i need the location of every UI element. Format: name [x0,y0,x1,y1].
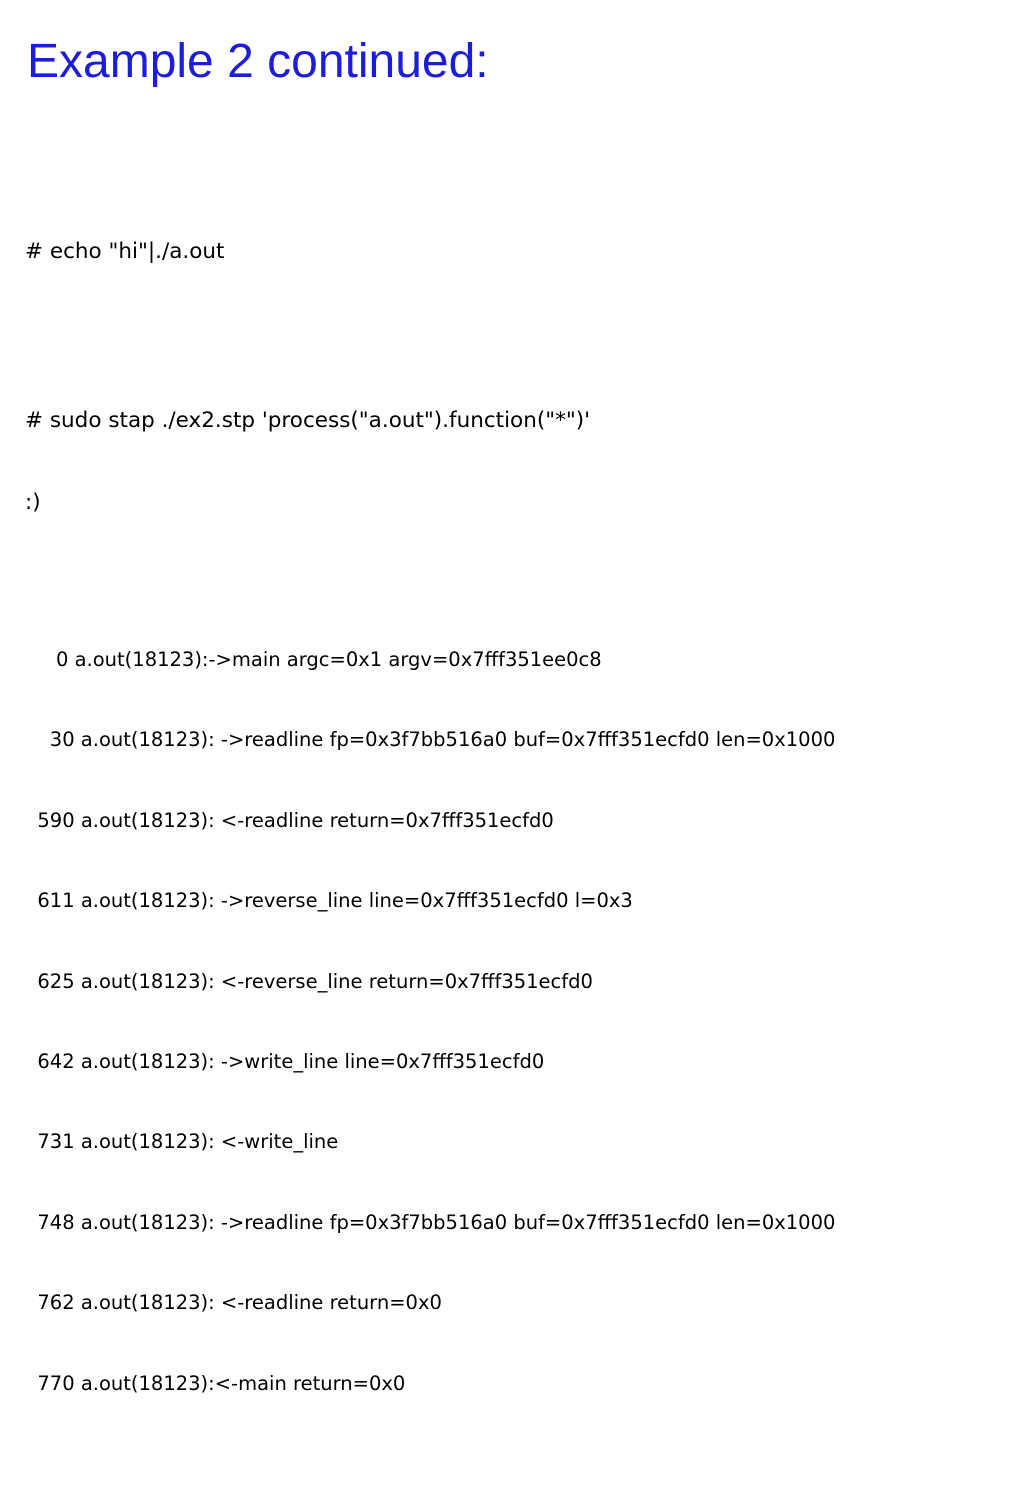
smiley-line: :) [25,490,41,515]
trace-line: 731 a.out(18123): <-write_line [25,1130,339,1154]
slide-body: # echo "hi"|./a.out # sudo stap ./ex2.st… [25,186,835,1499]
trace-line: 30 a.out(18123): ->readline fp=0x3f7bb51… [25,728,836,752]
trace-line: 625 a.out(18123): <-reverse_line return=… [25,969,593,993]
trace-line: 762 a.out(18123): <-readline return=0x0 [25,1291,442,1315]
trace-line: 611 a.out(18123): ->reverse_line line=0x… [25,889,633,913]
slide-title: Example 2 continued: [27,35,489,88]
echo-command-line: # echo "hi"|./a.out [25,239,225,264]
stap-command-line: # sudo stap ./ex2.stp 'process("a.out").… [25,408,591,433]
trace-line: 590 a.out(18123): <-readline return=0x7f… [25,808,554,832]
trace-output: 0 a.out(18123):->main argc=0x1 argv=0x7f… [25,595,835,1449]
blank-spacer [25,318,835,355]
slide: Example 2 continued: # echo "hi"|./a.out… [25,35,836,1395]
trace-line: 748 a.out(18123): ->readline fp=0x3f7bb5… [25,1210,836,1234]
trace-line: 0 a.out(18123):->main argc=0x1 argv=0x7f… [25,648,602,671]
trace-line: 642 a.out(18123): ->write_line line=0x7f… [25,1049,545,1073]
trace-line: 770 a.out(18123):<-main return=0x0 [25,1371,406,1395]
